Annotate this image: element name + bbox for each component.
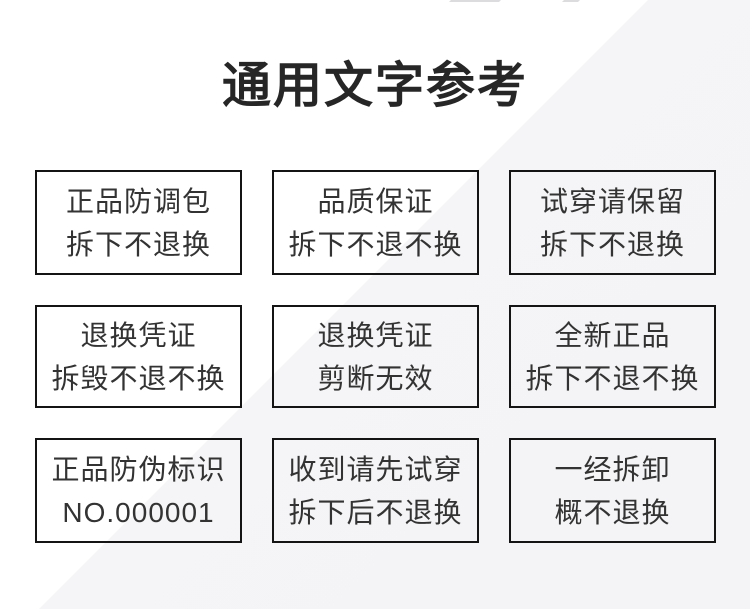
label-line1: 退换凭证 — [80, 319, 197, 351]
cropped-content-artifact — [562, 0, 580, 2]
label-box-try-on-first: 收到请先试穿 拆下后不退换 — [272, 438, 479, 543]
label-box-authentic-antiswap: 正品防调包 拆下不退换 — [35, 170, 242, 275]
label-line2: 拆下后不退换 — [288, 496, 463, 528]
label-box-return-voucher-torn: 退换凭证 拆毁不退不换 — [35, 305, 242, 408]
label-line2: 拆下不退不换 — [525, 362, 700, 394]
label-line2: 拆毁不退不换 — [51, 362, 226, 394]
label-line2: 概不退换 — [554, 496, 671, 528]
label-line1: 正品防调包 — [65, 185, 211, 217]
label-grid: 正品防调包 拆下不退换 品质保证 拆下不退不换 试穿请保留 拆下不退换 退换凭证… — [35, 170, 716, 543]
label-line2: 拆下不退换 — [65, 228, 211, 260]
label-box-quality-guarantee: 品质保证 拆下不退不换 — [272, 170, 479, 275]
label-line1: 收到请先试穿 — [288, 453, 463, 485]
cropped-content-artifact — [449, 0, 501, 2]
label-box-keep-while-trying: 试穿请保留 拆下不退换 — [509, 170, 716, 275]
label-line1: 全新正品 — [554, 319, 671, 351]
page-title: 通用文字参考 — [221, 59, 528, 113]
label-line1: 试穿请保留 — [539, 185, 685, 217]
label-line2: 拆下不退不换 — [288, 228, 463, 260]
label-box-brand-new: 全新正品 拆下不退不换 — [509, 305, 716, 408]
label-serial-number: NO.000001 — [62, 496, 215, 528]
label-line1: 退换凭证 — [317, 319, 434, 351]
label-box-anticounterfeit-serial: 正品防伪标识 NO.000001 — [35, 438, 242, 543]
label-box-return-voucher-cut: 退换凭证 剪断无效 — [272, 305, 479, 408]
label-line1: 品质保证 — [317, 185, 434, 217]
label-line1: 正品防伪标识 — [51, 453, 226, 485]
label-line1: 一经拆卸 — [554, 453, 671, 485]
label-line2: 剪断无效 — [317, 362, 434, 394]
label-line2: 拆下不退换 — [539, 228, 685, 260]
label-box-once-removed: 一经拆卸 概不退换 — [509, 438, 716, 543]
